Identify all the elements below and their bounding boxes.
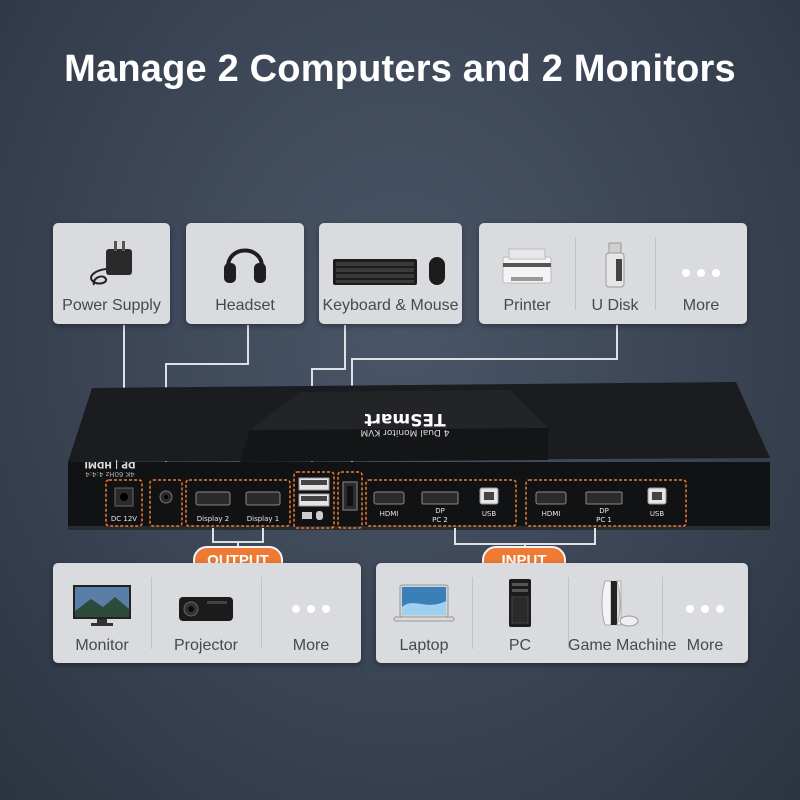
more-dots-icon [682,269,720,277]
output-devices-panel: Monitor Projector More [53,563,361,663]
monitor-icon [73,585,131,626]
pc2-dp-port-icon [421,491,459,505]
laptop-label: Laptop [399,637,449,654]
keyboard-mouse-panel: Keyboard & Mouse [319,223,462,324]
projector-label: Projector [173,637,239,654]
pc2-hdmi-label: HDMI [380,510,399,518]
u-disk-label: U Disk [591,297,639,314]
wire-headset-v1 [247,325,249,365]
display1-port-icon [245,491,281,506]
more-label-input: More [686,637,724,654]
game-machine-label: Game Machine [568,637,677,654]
pc1-hdmi-label: HDMI [542,510,561,518]
wire-periph-v1 [616,325,618,360]
power-supply-panel: Power Supply [53,223,170,324]
pc1-hdmi-port-icon [535,491,567,505]
display2-port-icon [195,491,231,506]
keyboard-mouse-label: Keyboard & Mouse [322,297,459,314]
side-sub: 4K 60Hz 4:4:4 [85,470,135,478]
pc2-usb-label: USB [482,510,497,518]
projector-icon [179,597,233,621]
input-devices-panel: Laptop PC Game Machine More [376,563,748,663]
headset-icon [224,248,266,283]
usb-periph-frame [337,471,363,529]
printer-icon [502,248,552,284]
model-text: 4 Dual Monitor KVM [361,427,450,437]
pc-tower-icon [509,579,531,627]
monitor-label: Monitor [75,637,129,654]
more-label-output: More [292,637,330,654]
pc2-label: PC 2 [432,516,448,524]
wire-periph-h [351,358,618,360]
power-supply-label: Power Supply [62,297,161,314]
pc2-hdmi-port-icon [373,491,405,505]
dc-label: DC 12V [111,515,137,523]
display2-label: Display 2 [197,515,229,523]
pc1-ports-frame [525,479,687,527]
wire-kb-h [311,368,346,370]
printer-label: Printer [503,297,551,314]
pc-label: PC [508,637,532,654]
brand-text: TESmart [364,409,445,429]
pc1-dp-label: DP [599,507,609,515]
audio-port-frame [149,479,183,527]
usb-disk-icon [605,242,625,288]
display-ports-frame [185,479,291,527]
input-bracket [454,528,596,548]
pc2-dp-label: DP [435,507,445,515]
more-dots-icon [292,605,330,613]
side-label: DP | HDMI [85,459,136,469]
laptop-icon [393,584,455,622]
display1-label: Display 1 [247,515,279,523]
pc2-ports-frame [365,479,517,527]
pc1-dp-port-icon [585,491,623,505]
more-dots-icon [686,605,724,613]
output-bracket [212,528,264,548]
usb-km-frame [293,471,335,529]
dc-port-frame [105,479,143,527]
game-console-icon [601,580,639,627]
wire-headset-h [165,363,249,365]
page-title: Manage 2 Computers and 2 Monitors [64,48,736,90]
keyboard-mouse-icon [332,257,445,285]
headset-panel: Headset [186,223,304,324]
more-label-top: More [682,297,720,314]
power-adapter-icon [89,241,132,286]
wire-kb-v1 [344,325,346,370]
headset-label: Headset [215,297,275,314]
peripherals-panel: Printer U Disk More [479,223,747,324]
pc1-usb-label: USB [650,510,665,518]
pc1-label: PC 1 [596,516,612,524]
